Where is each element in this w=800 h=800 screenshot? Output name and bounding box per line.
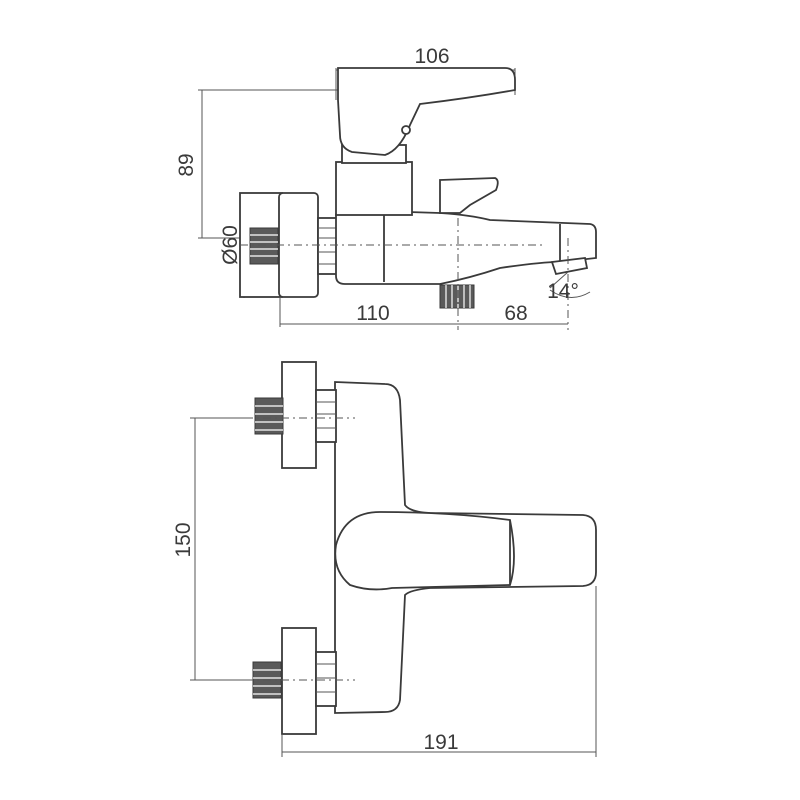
top-lever-handle bbox=[334, 511, 515, 591]
dim-label-89: 89 bbox=[175, 153, 198, 176]
side-lever-handle bbox=[337, 67, 516, 156]
side-valve-column bbox=[335, 161, 413, 216]
dim-110 bbox=[279, 297, 458, 327]
dim-label-191: 191 bbox=[423, 731, 458, 754]
side-aerator bbox=[550, 257, 589, 276]
side-view: 106 89 Ø60 bbox=[175, 45, 597, 330]
dim-label-d60: Ø60 bbox=[219, 225, 242, 265]
dim-label-68: 68 bbox=[504, 302, 527, 325]
top-threaded-inlet-upper bbox=[254, 397, 284, 435]
dim-label-106: 106 bbox=[414, 45, 449, 68]
side-diverter-knob bbox=[439, 177, 499, 214]
side-connector-nut bbox=[317, 217, 339, 275]
dim-label-150: 150 bbox=[172, 522, 195, 557]
top-flange-lower bbox=[281, 627, 317, 735]
dim-label-angle: 14° bbox=[547, 280, 579, 303]
top-nut-upper bbox=[315, 389, 337, 443]
top-view: 150 bbox=[172, 361, 597, 757]
dim-angle bbox=[549, 271, 591, 298]
side-bottom-outlet bbox=[439, 284, 475, 309]
dim-label-110: 110 bbox=[356, 302, 389, 325]
side-lever-screw bbox=[401, 125, 411, 135]
top-flange-upper bbox=[281, 361, 317, 469]
dim-89 bbox=[198, 89, 345, 239]
top-nut-lower bbox=[315, 651, 337, 707]
dim-191 bbox=[281, 586, 597, 757]
side-threaded-inlet bbox=[249, 227, 279, 265]
dim-150 bbox=[190, 417, 250, 681]
